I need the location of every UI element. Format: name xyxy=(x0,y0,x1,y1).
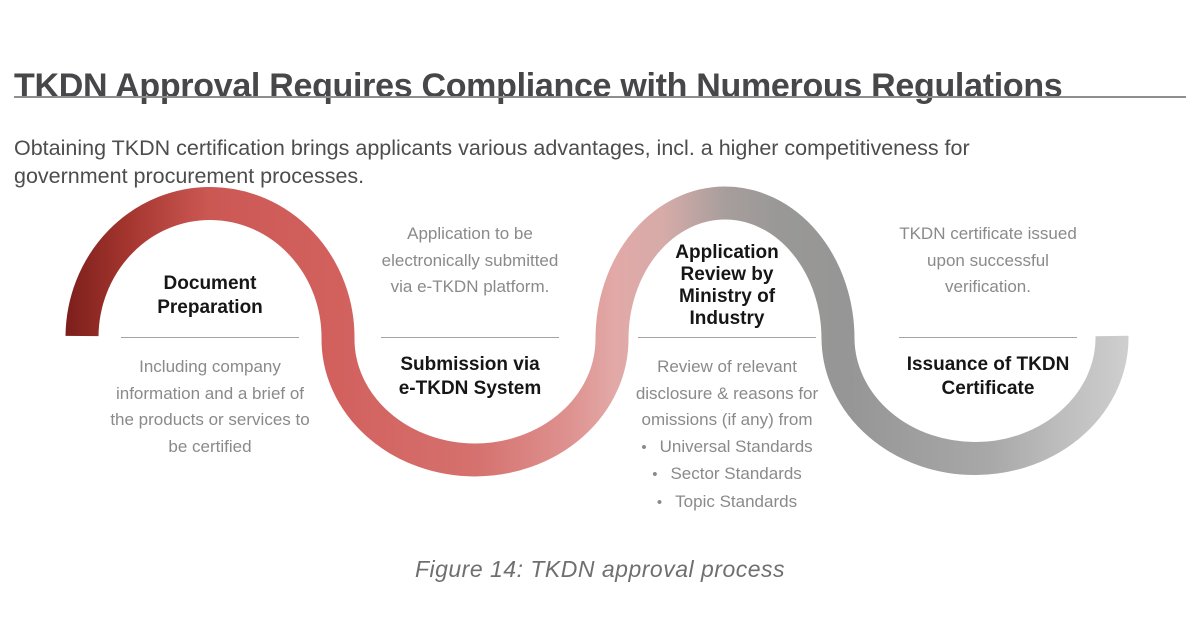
standards-bullet-item: Sector Standards xyxy=(612,461,842,489)
process-step-application-review: Application Review by Ministry of Indust… xyxy=(612,185,842,516)
title-divider-line xyxy=(14,96,1186,98)
ribbon-path xyxy=(65,186,1129,477)
step-divider-line xyxy=(899,337,1077,338)
process-step-certificate-issuance: TKDN certificate issued upon successful … xyxy=(868,185,1108,401)
step-description: Application to be electronically submitt… xyxy=(381,224,559,296)
page-title: TKDN Approval Requires Compliance with N… xyxy=(14,66,1063,105)
step-divider-line xyxy=(381,337,559,338)
bullet-label: Sector Standards xyxy=(670,464,802,483)
bullet-label: Universal Standards xyxy=(659,436,813,456)
bullet-icon xyxy=(652,462,657,489)
bullet-icon xyxy=(641,435,646,462)
figure-caption: Figure 14: TKDN approval process xyxy=(414,556,786,582)
bullet-icon xyxy=(657,490,662,517)
page-subtitle: Obtaining TKDN certification brings appl… xyxy=(14,135,970,188)
step-description: Including company information and a brie… xyxy=(110,357,310,456)
step-title: Issuance of TKDN Certificate xyxy=(906,354,1070,399)
process-step-document-preparation: Document Preparation Including company i… xyxy=(90,185,330,460)
standards-bullet-item: Topic Standards xyxy=(612,489,842,517)
step-title: Application Review by Ministry of Indust… xyxy=(675,242,779,329)
step-description: TKDN certificate issued upon successful … xyxy=(899,224,1077,296)
standards-bullet-item: Universal Standards xyxy=(612,434,842,462)
step-divider-line xyxy=(121,337,299,338)
step-title: Submission via e-TKDN System xyxy=(398,354,542,399)
step-description: Review of relevant disclosure & reasons … xyxy=(635,357,819,429)
bullet-label: Topic Standards xyxy=(675,491,798,511)
process-step-submission-etkdn: Application to be electronically submitt… xyxy=(355,185,585,401)
step-title: Document Preparation xyxy=(157,273,263,318)
step-divider-line xyxy=(638,337,816,338)
